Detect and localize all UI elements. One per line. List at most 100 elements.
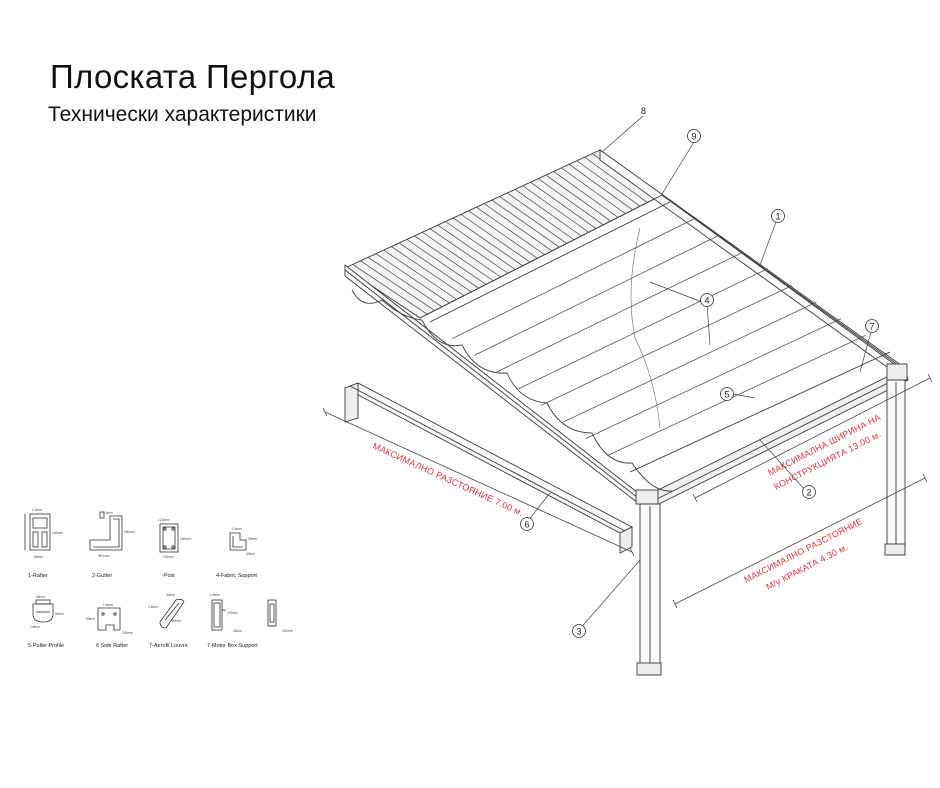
- profile-sections: [24, 511, 277, 631]
- dim-side-3: 100mm: [122, 631, 133, 635]
- roof-slat: [398, 242, 472, 293]
- dim-post-3: 100mm: [163, 555, 174, 559]
- dim-side-2: 90mm: [86, 617, 95, 621]
- roof-slat: [576, 160, 641, 207]
- fabric-support-line: [585, 318, 842, 440]
- callout-2-label: 2: [806, 488, 811, 498]
- profile-puller: [32, 599, 54, 623]
- profile-post: [159, 523, 179, 553]
- roof-slat: [367, 256, 443, 308]
- dim-rafter-3: 60mm: [34, 555, 43, 559]
- roof-slat: [522, 185, 589, 233]
- caption-gutter: 2-Gutter: [92, 573, 112, 579]
- fabric-support-line: [474, 234, 720, 356]
- callout-1: 1: [771, 209, 785, 223]
- callout-6: 6: [520, 517, 534, 531]
- roof-slat: [422, 231, 494, 282]
- dim-louvre-2: 30mm: [166, 593, 175, 597]
- dim-fabric-2: 30mm: [248, 537, 257, 541]
- side-rafter-part: [343, 382, 633, 554]
- fabric-support-line: [452, 218, 695, 340]
- dim-motor-1: 1.5mm: [210, 593, 220, 597]
- profile-motor-box-support: [211, 599, 277, 631]
- callout-4-label: 4: [704, 296, 709, 306]
- roof-slat: [414, 235, 487, 285]
- callout-1-label: 1: [775, 212, 780, 222]
- rafter-right: [599, 149, 906, 381]
- callout-3-label: 3: [576, 627, 581, 637]
- dim-louvre-1: 1.8mm: [148, 605, 158, 609]
- roof-slat: [530, 181, 597, 229]
- roof-slat: [383, 249, 457, 300]
- caption-fabric-support: 4-Fabric Support: [216, 573, 257, 579]
- profile-fabric-support: [229, 532, 247, 551]
- dim-post-2: 150mm: [180, 537, 191, 541]
- motor-box: [886, 363, 908, 381]
- roof-slat: [514, 189, 582, 237]
- roof-slat: [352, 264, 428, 315]
- roof-slat: [375, 253, 450, 304]
- dim-motor-4: 100mm: [282, 629, 293, 633]
- dim-puller-3: 60mm: [36, 595, 45, 599]
- caption-post: -Post: [162, 573, 175, 579]
- callout-2: 2: [802, 485, 816, 499]
- callout-5: 5: [720, 387, 734, 401]
- roof-slat: [537, 178, 604, 226]
- roof-slat: [491, 199, 560, 248]
- fabric-support-line: [518, 268, 768, 390]
- roof-slat: [360, 260, 435, 311]
- roof-slat: [476, 206, 545, 255]
- dim-motor-2: 120mm: [227, 611, 238, 615]
- fabric-support-line: [563, 301, 817, 423]
- caption-puller: 5-Puller Profile: [28, 643, 64, 649]
- posts: [636, 379, 906, 676]
- callout-4: 4: [700, 293, 714, 307]
- roof-slat: [483, 203, 553, 252]
- dim-motor-3: 30mm: [233, 629, 242, 633]
- roof-slat: [391, 246, 465, 296]
- page-title: Плоската Пергола: [50, 58, 336, 95]
- callout-7-label: 7: [869, 322, 874, 332]
- roof-slat: [553, 171, 619, 218]
- roof-slat: [429, 228, 501, 278]
- roof-slat: [568, 164, 633, 211]
- dim-gutter-1: 1.5mm: [103, 511, 113, 515]
- dim-gutter-2: 180mm: [124, 530, 135, 534]
- callout-8: 8: [641, 106, 646, 116]
- legs-dimension-line: [674, 477, 926, 605]
- callout-7: 7: [865, 319, 879, 333]
- roof-slat: [452, 217, 523, 267]
- callout-6-label: 6: [524, 520, 529, 530]
- roof-slat: [406, 239, 479, 289]
- dim-side-1: 1.5mm: [103, 603, 113, 607]
- caption-motor-box-support: 7-Motor Box Support: [207, 643, 258, 649]
- caption-aerofil-louvre: 7-Aerofil Louvre: [149, 643, 188, 649]
- callout-5-label: 5: [724, 390, 729, 400]
- fabric-support-line: [540, 284, 793, 406]
- fabric-support-line: [496, 251, 744, 373]
- callout-9-label: 9: [691, 132, 696, 142]
- dim-post-1: 12.8mm: [158, 518, 170, 522]
- roof-slat: [499, 196, 567, 244]
- callout-leaders: [526, 115, 872, 631]
- roof-slat: [445, 221, 516, 270]
- length-dimension-line: [324, 411, 633, 553]
- roof-slat: [468, 210, 538, 259]
- roof-slat: [584, 156, 648, 203]
- roof-frame: [344, 149, 909, 521]
- caption-side-rafter: 6 Side Rafter: [96, 643, 128, 649]
- profile-aerofil-louvre: [159, 598, 185, 629]
- fabric-support-line: [607, 334, 866, 456]
- dim-fabric-3: 40mm: [246, 552, 255, 556]
- roof-slat: [507, 192, 575, 241]
- dim-rafter-2: 100mm: [52, 531, 63, 535]
- retracted-slats: [344, 149, 663, 319]
- profile-side-rafter: [97, 607, 121, 631]
- width-dimension-line: [694, 377, 931, 499]
- callout-3: 3: [572, 624, 586, 638]
- dim-fabric-1: 1.5mm: [232, 527, 242, 531]
- profile-gutter: [89, 511, 123, 551]
- roof-slat: [561, 167, 626, 214]
- caption-rafter: 1-Rafter: [28, 573, 48, 579]
